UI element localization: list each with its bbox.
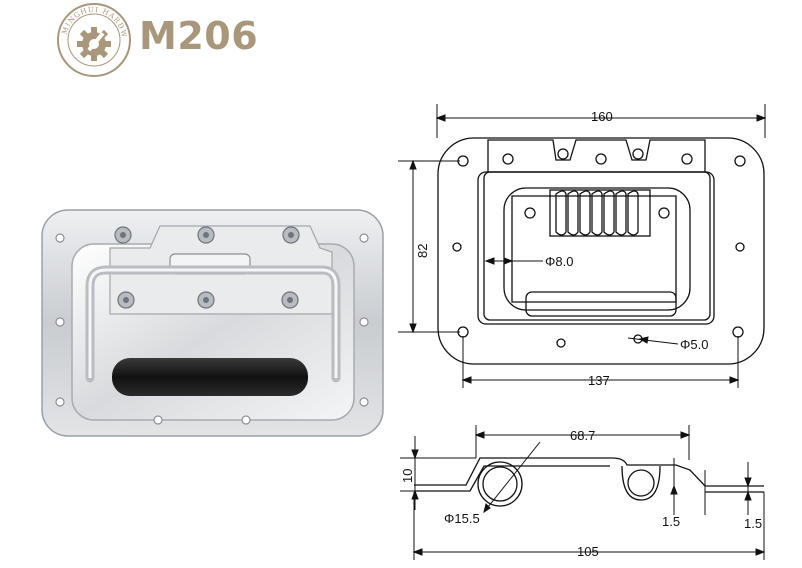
dim-depth: 10 bbox=[400, 469, 415, 483]
dim-tube-diameter: Φ15.5 bbox=[444, 511, 480, 526]
dim-span-top: 68.7 bbox=[570, 428, 595, 443]
dim-thickness-b: 1.5 bbox=[744, 516, 762, 531]
dim-width-overall: 160 bbox=[591, 109, 613, 124]
dim-hole-spacing: 137 bbox=[588, 373, 610, 388]
brand-logo: MINGHUI HARDWARE bbox=[54, 2, 131, 77]
dim-mount-hole: Φ5.0 bbox=[680, 337, 708, 352]
handle-photo bbox=[41, 209, 384, 437]
dim-height-overall: 82 bbox=[415, 244, 430, 258]
dim-length-overall: 105 bbox=[577, 544, 599, 559]
dim-thickness-a: 1.5 bbox=[662, 514, 680, 529]
model-number: M206 bbox=[139, 14, 259, 58]
dim-handle-rod: Φ8.0 bbox=[545, 254, 573, 269]
